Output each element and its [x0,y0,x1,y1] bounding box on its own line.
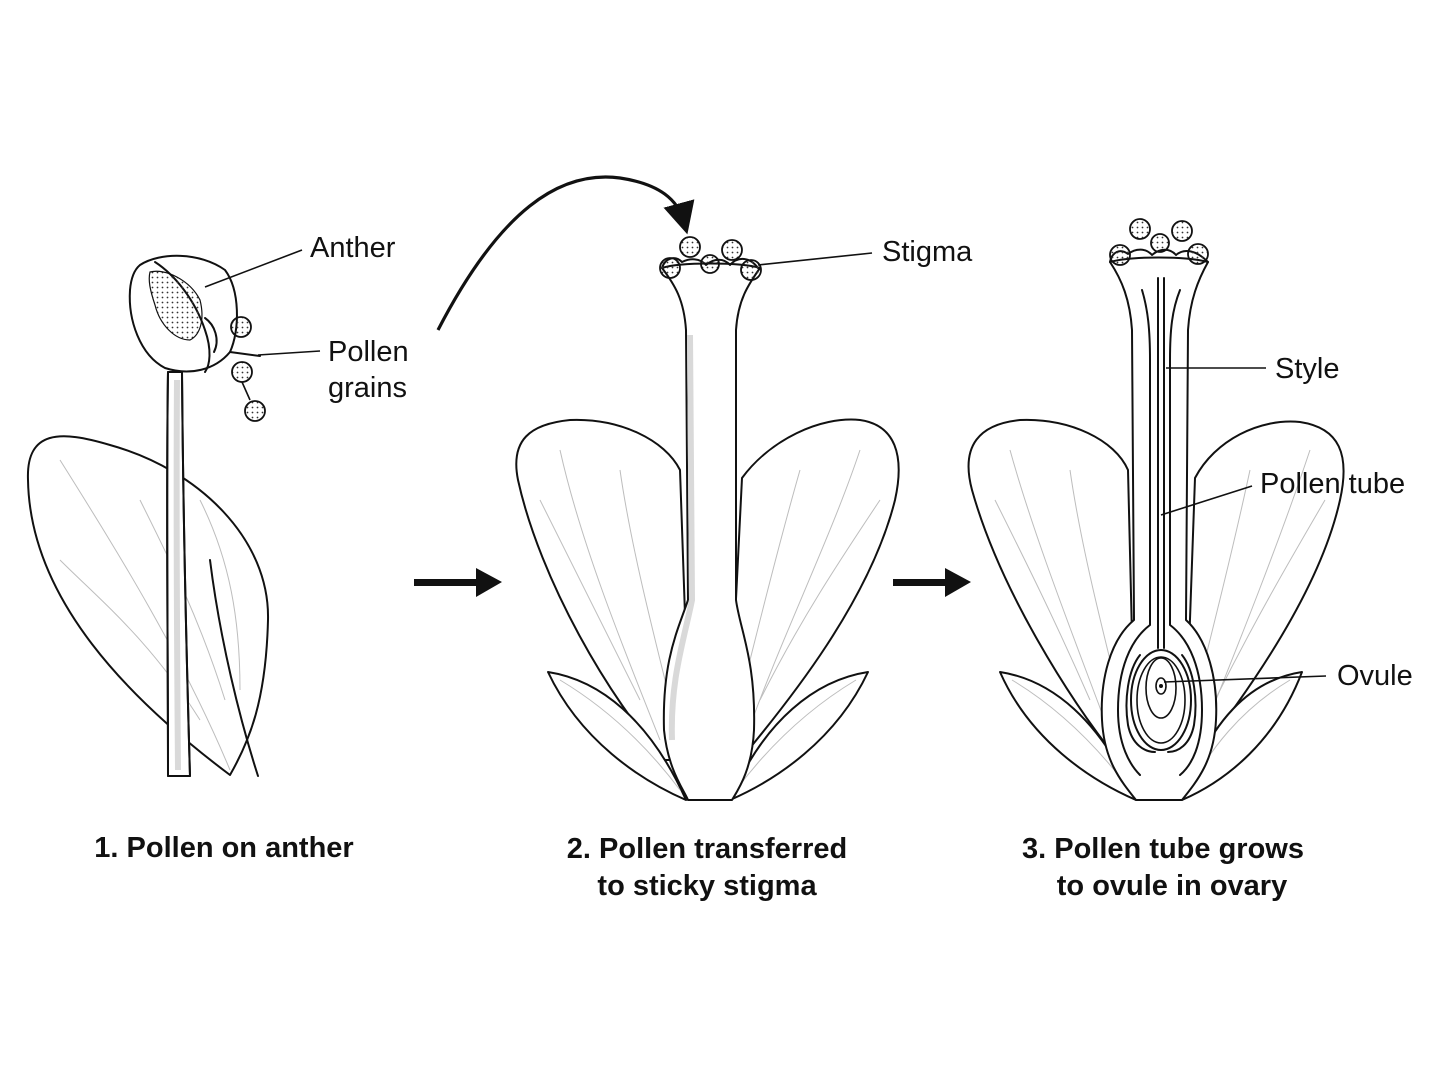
stage-1-stamen [26,254,270,777]
stage-2-left-sepal [547,671,687,801]
ovule-label: Ovule [1337,660,1413,692]
anther-label: Anther [310,232,396,264]
caption-step-3-line2: to ovule in ovary [1057,870,1287,902]
stage-1-filament [166,371,259,777]
caption-step-3-line1: 3. Pollen tube grows [1022,833,1304,865]
stage-2-pollen-grains-icon [659,236,762,281]
ovule-leader-line [1163,675,1327,683]
caption-step-2-line1: 2. Pollen transferred [567,833,847,865]
step-arrow-2-icon [893,568,971,597]
pollen-tube-label: Pollen tube [1260,468,1405,500]
caption-step-1: 1. Pollen on anther [94,832,353,864]
pollen-grains-label-line2: grains [328,372,407,404]
transfer-arc-arrow [436,175,695,331]
stage-3-pollen-grains-icon [1109,218,1209,266]
pollen-grains-leader-line [257,350,321,356]
stigma-label: Stigma [882,236,973,268]
caption-step-2-line2: to sticky stigma [597,870,817,902]
stage-3-right-petal [1184,420,1345,761]
step-arrow-1-icon [414,568,502,597]
stage-2-left-petal [515,418,691,761]
stage-3-left-petal [967,418,1136,761]
stigma-leader-line [757,252,873,266]
ovule-icon [1125,649,1197,753]
stage-2-right-petal [727,418,900,761]
pollen-tube-leader-line [1160,485,1253,516]
pollen-grains-icon [230,316,266,422]
pollen-grains-label-line1: Pollen [328,336,409,368]
stage-3-pistil-section [967,248,1345,801]
stage-1-leaf [26,435,270,776]
anther-leader-line [204,249,303,288]
style-label: Style [1275,353,1339,385]
stage-2-pistil [515,257,900,801]
